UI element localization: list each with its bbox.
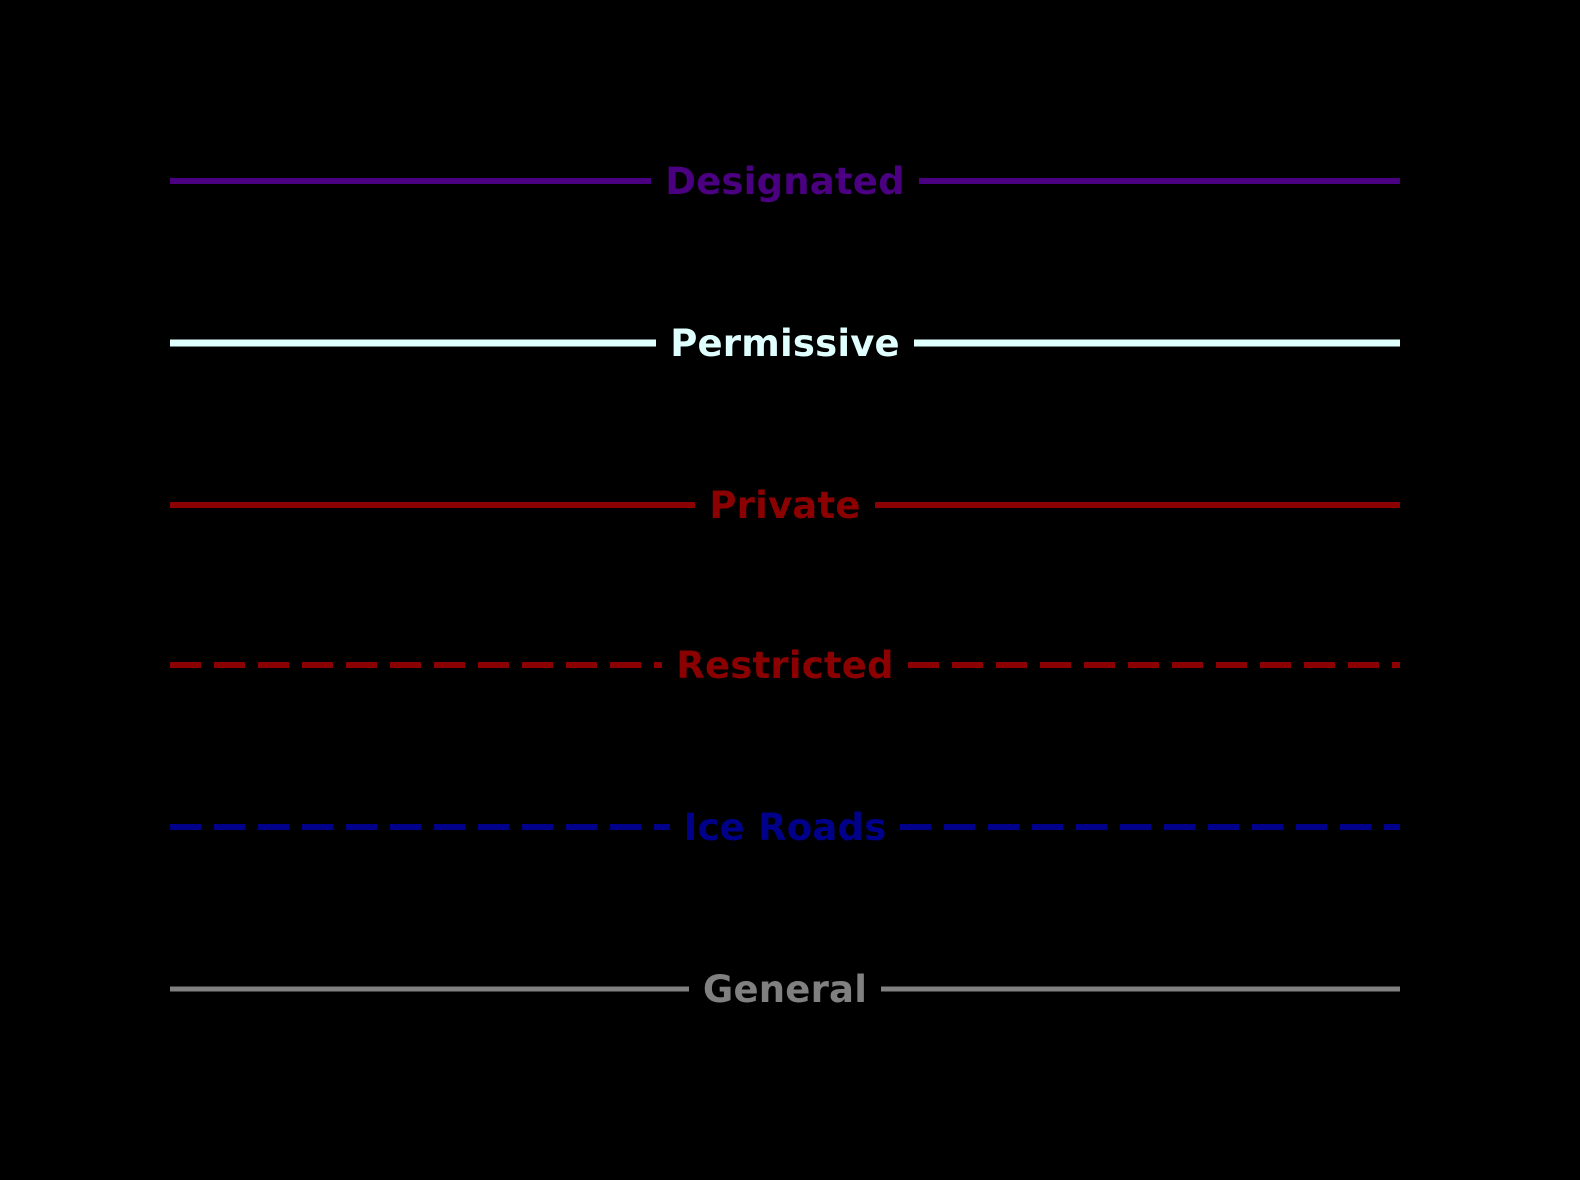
legend-label-designated: Designated [665,159,905,203]
legend-label-general: General [702,967,868,1011]
legend-label-restricted: Restricted [676,643,894,687]
legend-row-private[interactable]: Private [170,475,1401,535]
legend-label-permissive: Permissive [670,321,900,365]
legend-row-ice-roads[interactable]: Ice Roads [170,797,1400,857]
legend-row-restricted[interactable]: Restricted [170,635,1400,695]
legend-row-permissive[interactable]: Permissive [170,313,1401,373]
legend-label-private: Private [709,483,861,527]
legend-label-ice-roads: Ice Roads [683,805,887,849]
legend-row-general[interactable]: General [170,959,1401,1019]
legend-row-designated[interactable]: Designated [170,151,1401,211]
